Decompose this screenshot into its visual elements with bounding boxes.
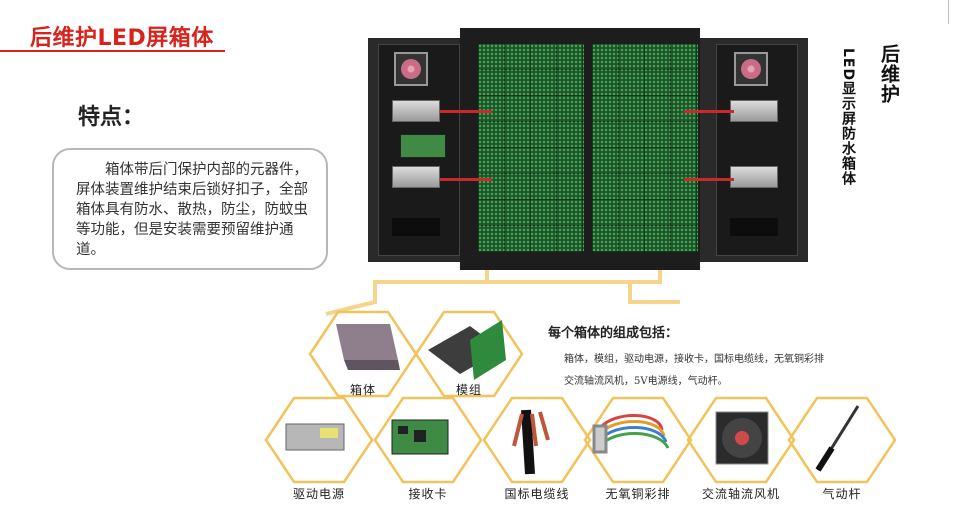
cabinet-psu-icon xyxy=(392,100,440,122)
cabinet-fan-icon xyxy=(734,52,768,86)
module-icon xyxy=(428,320,506,380)
hex-receiving-card xyxy=(373,396,483,484)
led-module-panel-left xyxy=(478,44,584,252)
hex-gas-strut xyxy=(787,396,897,484)
side-label-secondary: LED显示屏防水箱体 xyxy=(840,48,856,187)
hex-label-fan: 交流轴流风机 xyxy=(701,487,780,501)
hex-label-ribbon-cable: 无氧铜彩排 xyxy=(605,487,671,501)
cabinet-fan-icon xyxy=(394,52,428,86)
components-list-line2: 交流轴流风机，5V电源线，气动杆。 xyxy=(564,376,728,387)
title-underline xyxy=(0,50,225,52)
cabinet-psu-icon xyxy=(730,166,778,188)
gas-strut-icon xyxy=(815,405,860,472)
cable-icon xyxy=(512,409,550,475)
features-box: 箱体带后门保护内部的元器件，屏体装置维护结束后锁好扣子，全部箱体具有防水、散热，… xyxy=(52,148,328,270)
components-heading: 每个箱体的组成包括： xyxy=(548,326,679,341)
hex-label-cabinet: 箱体 xyxy=(349,383,376,397)
hex-fan xyxy=(686,396,796,484)
features-text: 箱体带后门保护内部的元器件，屏体装置维护结束后锁好扣子，全部箱体具有防水、散热，… xyxy=(76,162,308,258)
hex-ribbon-cable xyxy=(583,396,693,484)
page-title: 后维护LED屏箱体 xyxy=(30,26,214,51)
receiving-card-icon xyxy=(391,419,449,455)
connector-line xyxy=(628,270,680,304)
cabinet-wire xyxy=(684,178,734,181)
hex-label-cable: 国标电缆线 xyxy=(504,487,570,501)
ribbon-cable-icon xyxy=(592,414,670,454)
hex-power-supply xyxy=(264,396,374,484)
hex-label-gas-strut: 气动杆 xyxy=(822,487,862,501)
cabinet-wire xyxy=(440,110,492,113)
hex-label-module: 模组 xyxy=(455,383,482,397)
components-list-line1: 箱体，模组，驱动电源，接收卡，国标电缆线，无氧铜彩排 xyxy=(564,354,824,365)
cabinet-icon xyxy=(336,324,400,370)
power-supply-icon xyxy=(285,423,345,451)
fan-icon xyxy=(715,411,769,465)
connector-line xyxy=(325,270,489,316)
side-label-primary: 后维护 xyxy=(878,44,900,104)
hex-label-receiving-card: 接收卡 xyxy=(408,487,448,501)
cabinet-wire xyxy=(440,178,492,181)
cabinet-handle xyxy=(392,218,440,236)
hex-module xyxy=(414,310,524,398)
cabinet-psu-icon xyxy=(392,166,440,188)
corner-divider xyxy=(948,0,949,24)
hex-label-power-supply: 驱动电源 xyxy=(292,487,345,501)
hex-cable xyxy=(482,396,592,484)
led-module-panel-right xyxy=(592,44,698,252)
features-heading: 特点： xyxy=(78,105,145,130)
cabinet-card-icon xyxy=(400,134,446,158)
cabinet-wire xyxy=(684,110,734,113)
cabinet-handle xyxy=(730,218,778,236)
